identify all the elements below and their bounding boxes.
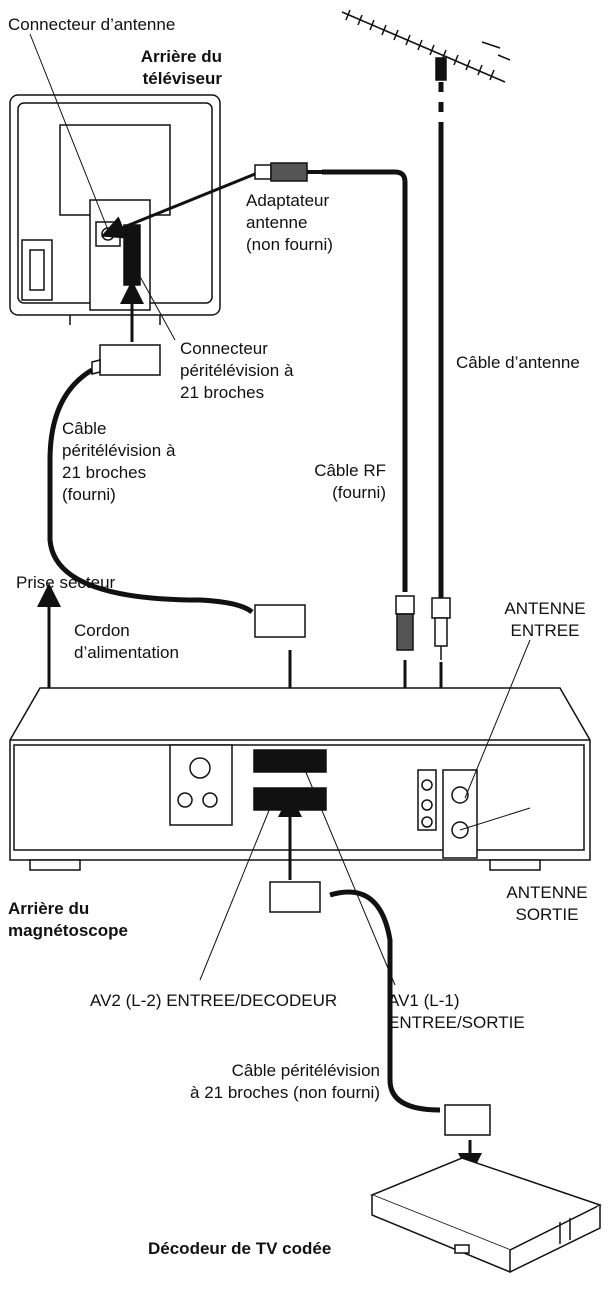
scart-plug-vcr: [254, 604, 306, 638]
scart-plug-decoder: [444, 1104, 491, 1136]
tv-rear-drawing: [9, 94, 221, 325]
label-antenna-cable: Câble d’antenne: [456, 353, 580, 372]
label-av2: AV2 (L-2) ENTREE/DECODEUR: [90, 991, 338, 1010]
label-rf-cable: Câble RF(fourni): [314, 461, 386, 502]
rf-plug: [395, 595, 415, 651]
decoder-drawing: [370, 1157, 602, 1274]
label-decoder: Décodeur de TV codée: [148, 1239, 332, 1258]
scart-plug-decoder-vcr: [269, 881, 321, 913]
antenna-plug: [431, 597, 451, 660]
scart-plug-tv: [91, 344, 161, 376]
vcr-rear-drawing: [9, 687, 591, 871]
antenna-adapter: [254, 162, 322, 182]
label-mains-outlet: Prise secteur: [16, 573, 116, 592]
label-antenna-connector: Connecteur d’antenne: [8, 15, 176, 34]
label-av1: AV1 (L-1)ENTREE/SORTIE: [388, 991, 525, 1032]
roof-antenna: [341, 9, 511, 83]
